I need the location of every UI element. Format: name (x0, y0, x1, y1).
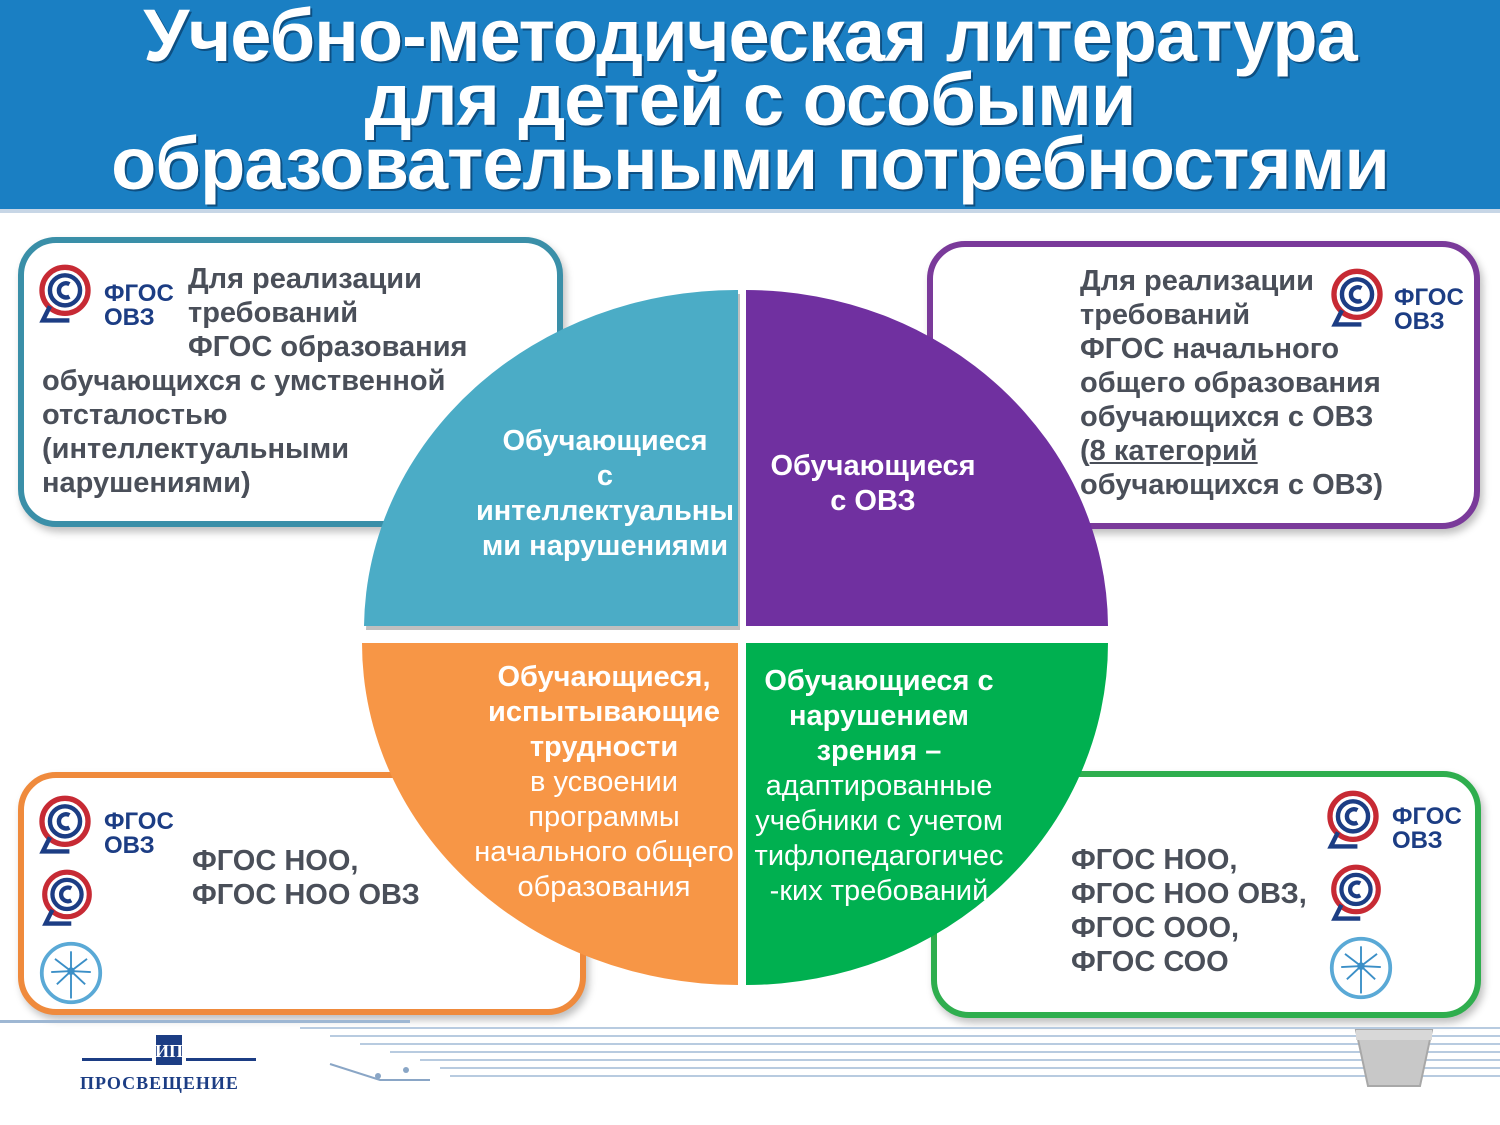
page-title: Учебно-методическая литература для детей… (0, 0, 1500, 205)
quadrant-vision (746, 643, 1108, 985)
svg-text:ИП: ИП (155, 1041, 183, 1061)
cup-shaped-nav-icon[interactable] (1352, 1026, 1436, 1090)
quadrant-ovz (746, 290, 1108, 626)
title-banner: Учебно-методическая литература для детей… (0, 0, 1500, 213)
quadrant-ovz-label: Обучающиеся с ОВЗ (770, 450, 976, 517)
card-tl-text-head: Для реализации требований ФГОС образован… (188, 263, 468, 363)
card-tr-text: Для реализации требований ФГОС начальног… (1080, 265, 1384, 501)
card-bl-text: ФГОС НОО, ФГОС НОО ОВЗ (192, 845, 420, 911)
title-line-1: Учебно-методическая литература (143, 0, 1357, 77)
title-line-3: образовательными потребностями (111, 122, 1390, 205)
title-line-2: для детей с особыми (364, 58, 1137, 141)
quadrant-intellectual (364, 289, 738, 626)
footer-circuit-decoration (0, 1020, 1500, 1081)
card-br-text: ФГОС НОО, ФГОС НОО ОВЗ, ФГОС ООО, ФГОС С… (1071, 844, 1307, 978)
quadrant-difficulties-label: Обучающиеся, испытывающие трудности в ус… (474, 661, 734, 903)
categories-link[interactable]: 8 категорий (1089, 435, 1258, 467)
publisher-name: ПРОСВЕЩЕНИЕ (80, 1073, 239, 1093)
quadrant-difficulties (362, 643, 738, 985)
prosveshchenie-logo-icon: ИП (82, 1035, 256, 1065)
quadrant-vision-label: Обучающиеся с нарушением зрения – адапти… (754, 665, 1004, 907)
card-tl-text-body: обучающихся с умственной отсталостью (ин… (42, 365, 446, 499)
quadrant-intellectual-label: Обучающиеся с интеллектуальны ми нарушен… (475, 425, 735, 562)
